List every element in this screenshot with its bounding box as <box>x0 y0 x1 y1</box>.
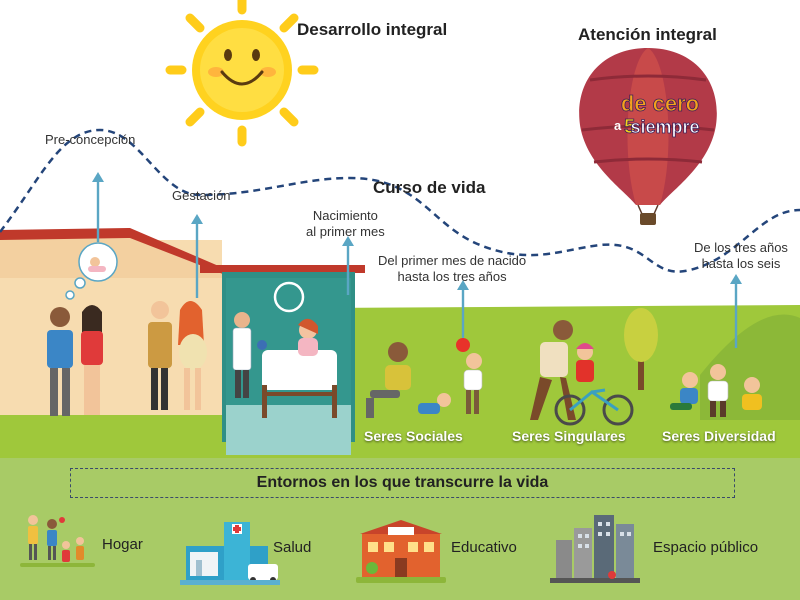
group-label-seres-singulares: Seres Singulares <box>512 428 626 444</box>
family-icon <box>20 515 95 567</box>
group-label-seres-diversidad: Seres Diversidad <box>662 428 776 444</box>
stage-label-preconcepcion: Pre-concepción <box>45 132 136 147</box>
balloon-brand-siempre: siempre <box>630 117 699 137</box>
balloon-brand-a: a <box>614 118 622 133</box>
desarrollo-integral-title: Desarrollo integral <box>297 20 448 39</box>
school-icon <box>356 520 446 583</box>
atencion-integral-title: Atención integral <box>578 25 717 44</box>
hospital-icon <box>180 522 280 585</box>
balloon-logo: de cero a 5 siempre <box>614 91 700 139</box>
env-label-salud: Salud <box>273 539 312 556</box>
stage-label-primer-mes: Del primer mes de nacido hasta los tres … <box>378 253 527 284</box>
stage-arrows <box>92 172 742 348</box>
curso-de-vida-title: Curso de vida <box>373 178 486 197</box>
children-crawling-illustration <box>366 330 483 418</box>
clinic-illustration <box>222 272 355 455</box>
life-course-wave <box>0 128 800 273</box>
family-illustration <box>47 242 207 416</box>
env-label-hogar: Hogar <box>102 536 143 553</box>
city-icon <box>550 515 640 583</box>
stage-label-tres-seis: De los tres años hasta los seis <box>694 240 788 271</box>
tree-illustration <box>624 308 658 390</box>
env-label-educativo: Educativo <box>451 539 517 556</box>
stage-label-gestacion: Gestación <box>172 188 231 203</box>
child-bicycle-illustration <box>530 320 634 426</box>
sun-icon <box>165 0 319 147</box>
env-label-espacio-publico: Espacio público <box>653 539 759 556</box>
children-playing-illustration <box>670 364 762 417</box>
group-label-seres-sociales: Seres Sociales <box>364 428 463 444</box>
hot-air-balloon-illustration <box>579 48 717 225</box>
balloon-brand-5: 5 <box>624 116 635 138</box>
stage-label-nacimiento: Nacimiento al primer mes <box>306 208 385 239</box>
entornos-heading: Entornos en los que transcurre la vida <box>70 468 735 498</box>
balloon-brand-line1: de cero <box>621 91 699 116</box>
